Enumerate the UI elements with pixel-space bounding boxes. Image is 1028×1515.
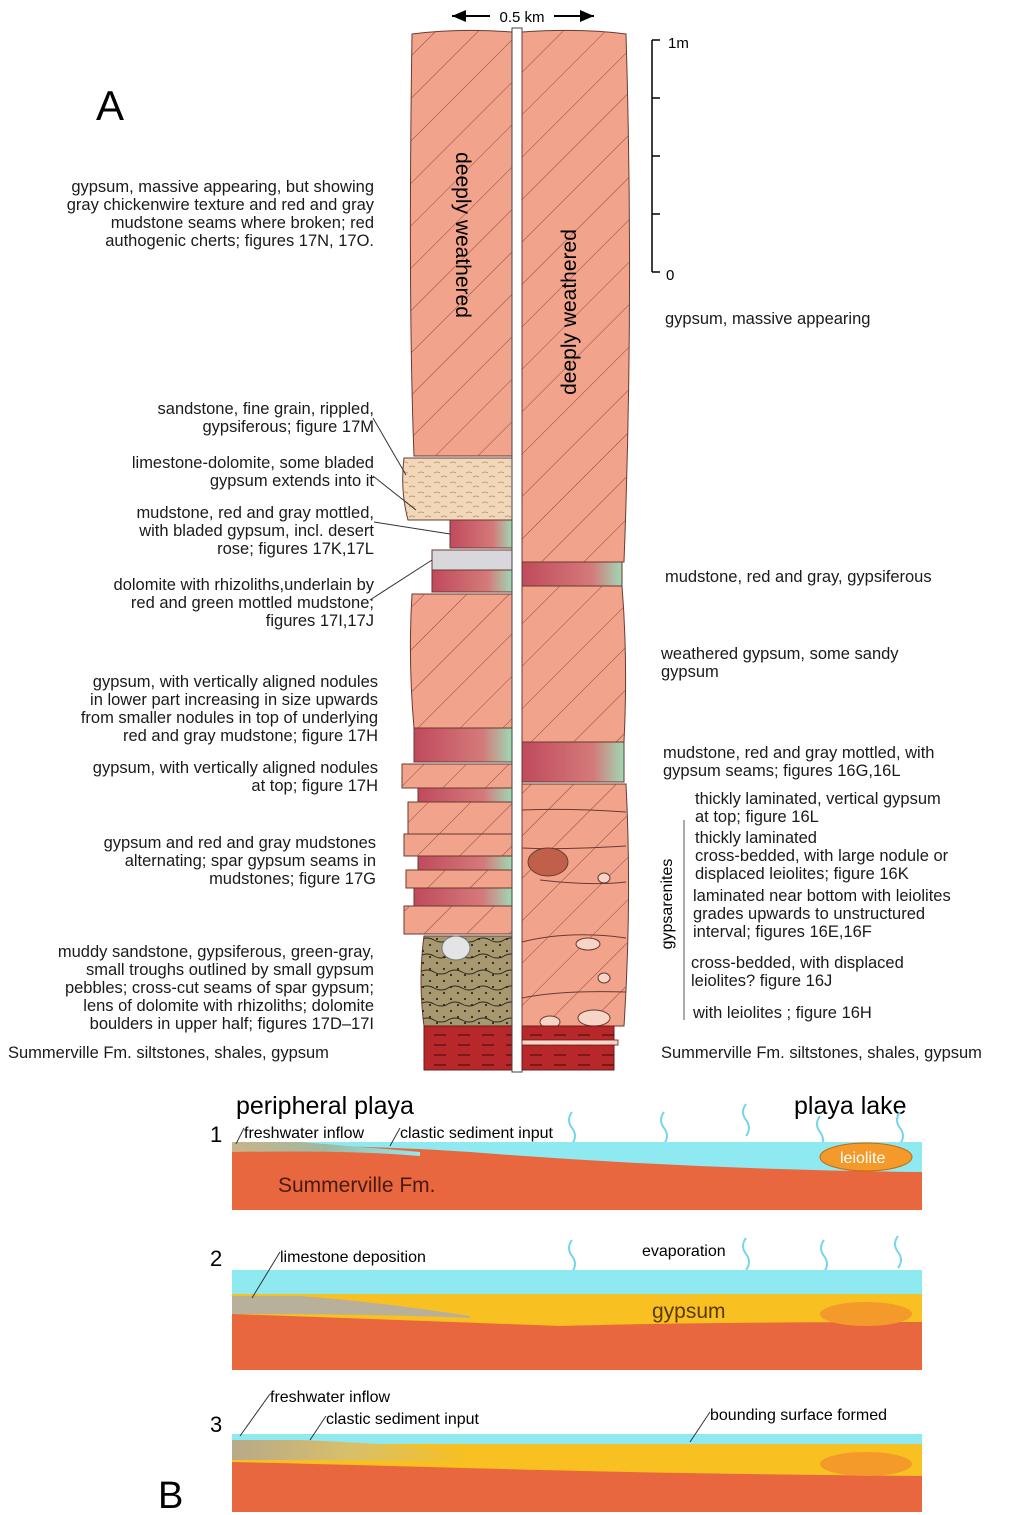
left-label-gypsum-massive: gypsum, massive appearing, but showing g…: [10, 178, 374, 250]
stage-2-leiolite: [820, 1302, 912, 1326]
right-column: [522, 30, 630, 1070]
panel-b-title-left: peripheral playa: [236, 1092, 414, 1120]
right-label-weathered-gypsum: weathered gypsum, some sandy gypsum: [661, 645, 1021, 681]
stage-3-freshwater-label: freshwater inflow: [270, 1389, 390, 1406]
stage-1-leiolite-label: leiolite: [840, 1150, 885, 1167]
left-label-summerville: Summerville Fm. siltstones, shales, gyps…: [8, 1044, 388, 1062]
stage-1-formation-label: Summerville Fm.: [278, 1174, 436, 1197]
stage-3-leiolite: [820, 1452, 912, 1476]
stage-3-bounding-label: bounding surface formed: [710, 1407, 887, 1424]
right-label-mudstone-gypsiferous: mudstone, red and gray, gypsiferous: [665, 568, 1025, 586]
stage-1-number: 1: [210, 1122, 222, 1147]
left-mudstone-2: [432, 570, 512, 592]
left-dolomite-boulder: [442, 936, 470, 960]
stage-1-clastic-label: clastic sediment input: [400, 1125, 554, 1142]
panel-b-label: B: [158, 1475, 183, 1515]
left-label-gypsum-nodules-lower: gypsum, with vertically aligned nodules …: [10, 673, 378, 745]
right-mudstone-1: [522, 562, 622, 586]
left-mudstone-3: [414, 728, 512, 762]
stage-2-evaporation-label: evaporation: [642, 1243, 726, 1260]
left-label-gypsum-nodules-top: gypsum, with vertically aligned nodules …: [10, 759, 378, 795]
left-label-muddy-sandstone: muddy sandstone, gypsiferous, green-gray…: [4, 943, 374, 1033]
right-large-nodule: [528, 848, 568, 876]
panel-b-title-right: playa lake: [794, 1092, 907, 1120]
right-label-cross-bedded: cross-bedded, with displaced leiolites? …: [691, 954, 1025, 990]
left-mudstone-5: [418, 856, 512, 870]
vertical-scale: [652, 40, 660, 272]
left-mudstone-6: [414, 888, 512, 906]
scale-bottom-label: 0: [666, 267, 674, 284]
stage-2-section: [232, 1270, 922, 1370]
stage-2-limestone-label: limestone deposition: [280, 1249, 426, 1266]
right-label-laminated-leiolites: laminated near bottom with leiolites gra…: [693, 887, 1025, 941]
column-divider: [512, 28, 522, 1072]
left-mudstone-1: [450, 520, 512, 548]
right-label-with-leiolites: with leiolites ; figure 16H: [693, 1004, 1023, 1022]
left-label-dolomite: dolomite with rhizoliths,underlain by re…: [10, 576, 374, 630]
right-label-summerville: Summerville Fm. siltstones, shales, gyps…: [661, 1044, 1027, 1062]
stage-3-number: 3: [210, 1412, 222, 1437]
stage-3-section: [232, 1434, 922, 1512]
left-label-limestone: limestone-dolomite, some bladed gypsum e…: [10, 454, 374, 490]
panel-a-label: A: [96, 82, 124, 129]
left-label-gypsum-alternating: gypsum and red and gray mudstones altern…: [10, 834, 376, 888]
stage-2-gypsum-label: gypsum: [652, 1300, 726, 1323]
right-label-gypsum-massive: gypsum, massive appearing: [665, 310, 1025, 328]
right-label-mudstone-mottled: mudstone, red and gray mottled, with gyp…: [663, 744, 1025, 780]
stage-1-freshwater-label: freshwater inflow: [244, 1125, 364, 1142]
right-label-thickly-laminated-vertical: thickly laminated, vertical gypsum at to…: [695, 790, 1025, 826]
left-mudstone-4: [418, 788, 512, 802]
right-mudstone-2: [522, 742, 624, 782]
stage-3-clastic-label: clastic sediment input: [326, 1411, 480, 1428]
scale-top-label: 1m: [668, 35, 689, 52]
right-label-thickly-laminated-crossbedded: thickly laminated cross-bedded, with lar…: [695, 829, 1025, 883]
width-scale-label: 0.5 km: [499, 9, 544, 26]
weathered-label-left: deeply weathered: [451, 152, 474, 318]
width-scale: 0.5 km: [452, 6, 594, 26]
left-label-sandstone: sandstone, fine grain, rippled, gypsifer…: [10, 400, 374, 436]
left-dolomite: [432, 550, 512, 570]
stage-2-number: 2: [210, 1246, 222, 1271]
gypsarenites-label: gypsarenites: [659, 859, 676, 950]
weathered-label-right: deeply weathered: [558, 229, 581, 395]
left-label-mudstone-desert-rose: mudstone, red and gray mottled, with bla…: [10, 504, 374, 558]
